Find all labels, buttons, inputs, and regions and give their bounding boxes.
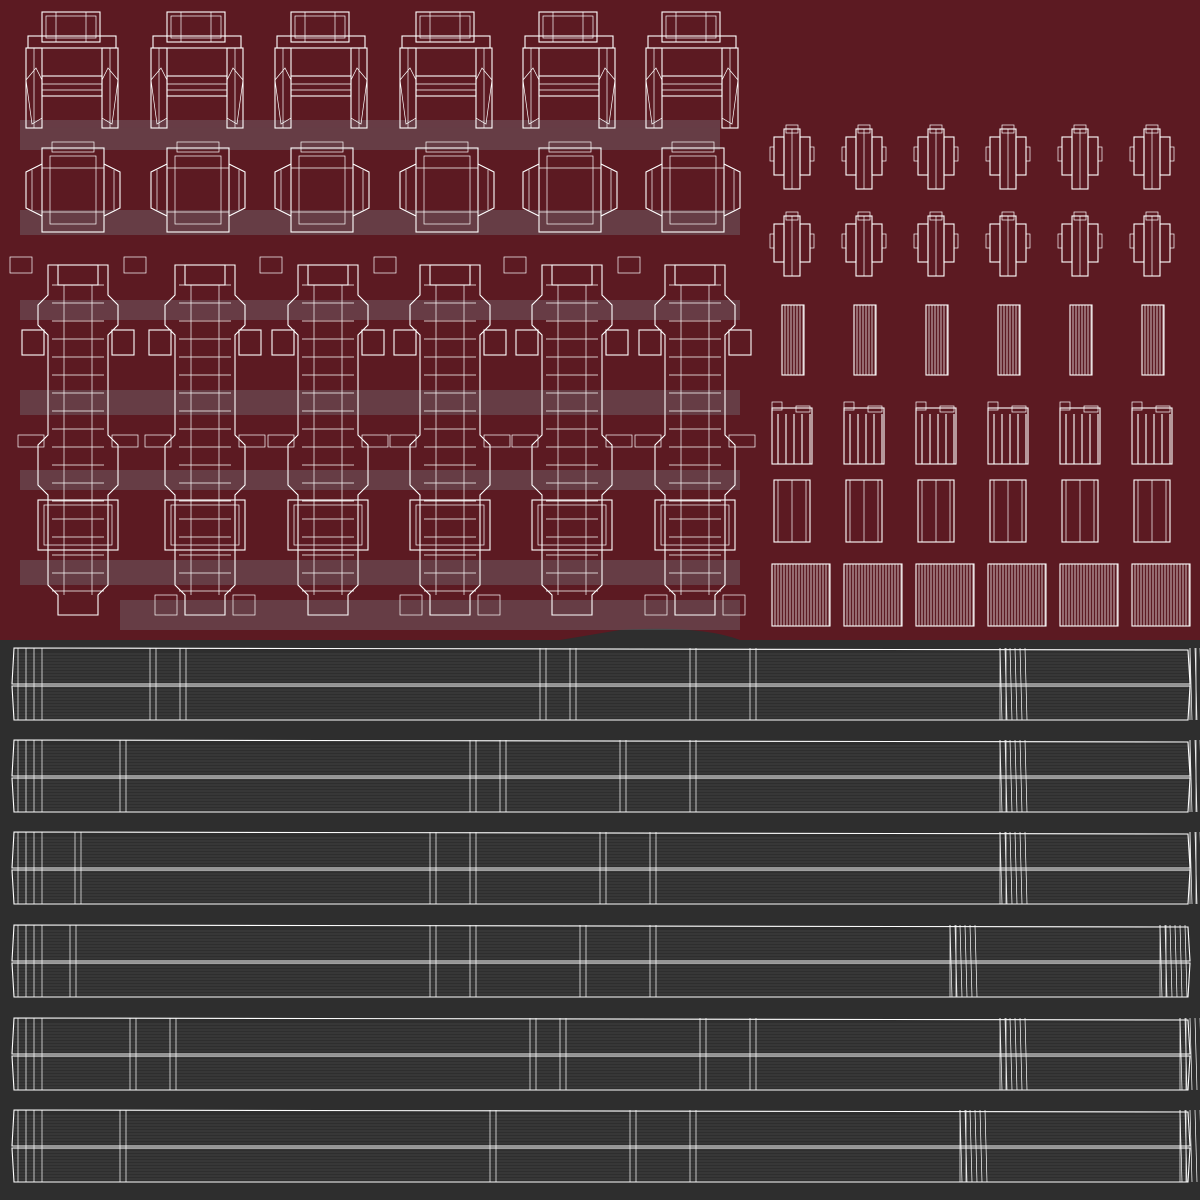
- belt-strip: [11, 831, 1200, 905]
- grille-piece: [1059, 563, 1119, 627]
- shell-row-2: [25, 141, 741, 233]
- grille-piece: [843, 563, 903, 627]
- seat-shell-top: [25, 11, 119, 129]
- panel-piece: [773, 479, 811, 543]
- seat-shell-top: [150, 11, 244, 129]
- bracket-piece: [1057, 211, 1103, 277]
- spine-piece: [9, 256, 147, 616]
- bracket-piece: [841, 124, 887, 190]
- comb-piece: [987, 401, 1029, 465]
- bracket-piece: [913, 211, 959, 277]
- spine-piece: [144, 264, 266, 616]
- slat-strip-piece: [925, 304, 949, 376]
- belt-strip: [11, 1109, 1200, 1183]
- seat-shell-bottom: [522, 141, 618, 233]
- grille-piece: [915, 563, 975, 627]
- seat-shell-bottom: [150, 141, 246, 233]
- bracket-piece: [985, 211, 1031, 277]
- grille-piece: [771, 563, 831, 627]
- bracket-piece: [841, 211, 887, 277]
- upper-background: [0, 0, 1200, 640]
- belt-strips: [11, 647, 1200, 1183]
- seat-shell-top: [645, 11, 739, 129]
- comb-piece: [1059, 401, 1101, 465]
- spine-piece: [259, 256, 397, 616]
- comb-piece: [843, 401, 885, 465]
- slat-strip-piece: [853, 304, 877, 376]
- belt-strip: [11, 647, 1200, 721]
- belt-strip: [11, 1017, 1200, 1091]
- small-pieces: [769, 124, 1191, 627]
- bracket-piece: [985, 124, 1031, 190]
- spine-piece: [389, 264, 511, 616]
- spine-row: [9, 256, 756, 616]
- grille-piece: [987, 563, 1047, 627]
- panel-piece: [1133, 479, 1171, 543]
- comb-piece: [771, 401, 813, 465]
- panel-piece: [989, 479, 1027, 543]
- shell-row-1: [25, 11, 739, 129]
- seat-shell-bottom: [399, 141, 495, 233]
- spine-piece: [503, 256, 641, 616]
- panel-piece: [845, 479, 883, 543]
- grille-piece: [1131, 563, 1191, 627]
- comb-piece: [1131, 401, 1173, 465]
- panel-piece: [1061, 479, 1099, 543]
- slat-strip-piece: [1141, 304, 1165, 376]
- bracket-piece: [913, 124, 959, 190]
- seat-shell-top: [522, 11, 616, 129]
- seat-shell-top: [399, 11, 493, 129]
- bracket-piece: [1129, 124, 1175, 190]
- slat-strip-piece: [1069, 304, 1093, 376]
- spine-piece: [634, 264, 756, 616]
- belt-strip: [11, 924, 1191, 998]
- shadow-smudges: [20, 120, 740, 630]
- bracket-piece: [769, 211, 815, 277]
- slat-strip-piece: [781, 304, 805, 376]
- seat-shell-bottom: [274, 141, 370, 233]
- slat-strip-piece: [997, 304, 1021, 376]
- seat-shell-bottom: [645, 141, 741, 233]
- comb-piece: [915, 401, 957, 465]
- bracket-piece: [1129, 211, 1175, 277]
- bracket-piece: [769, 124, 815, 190]
- seat-shell-bottom: [25, 141, 121, 233]
- panel-piece: [917, 479, 955, 543]
- belt-strip: [11, 739, 1200, 813]
- seat-shell-top: [274, 11, 368, 129]
- bracket-piece: [1057, 124, 1103, 190]
